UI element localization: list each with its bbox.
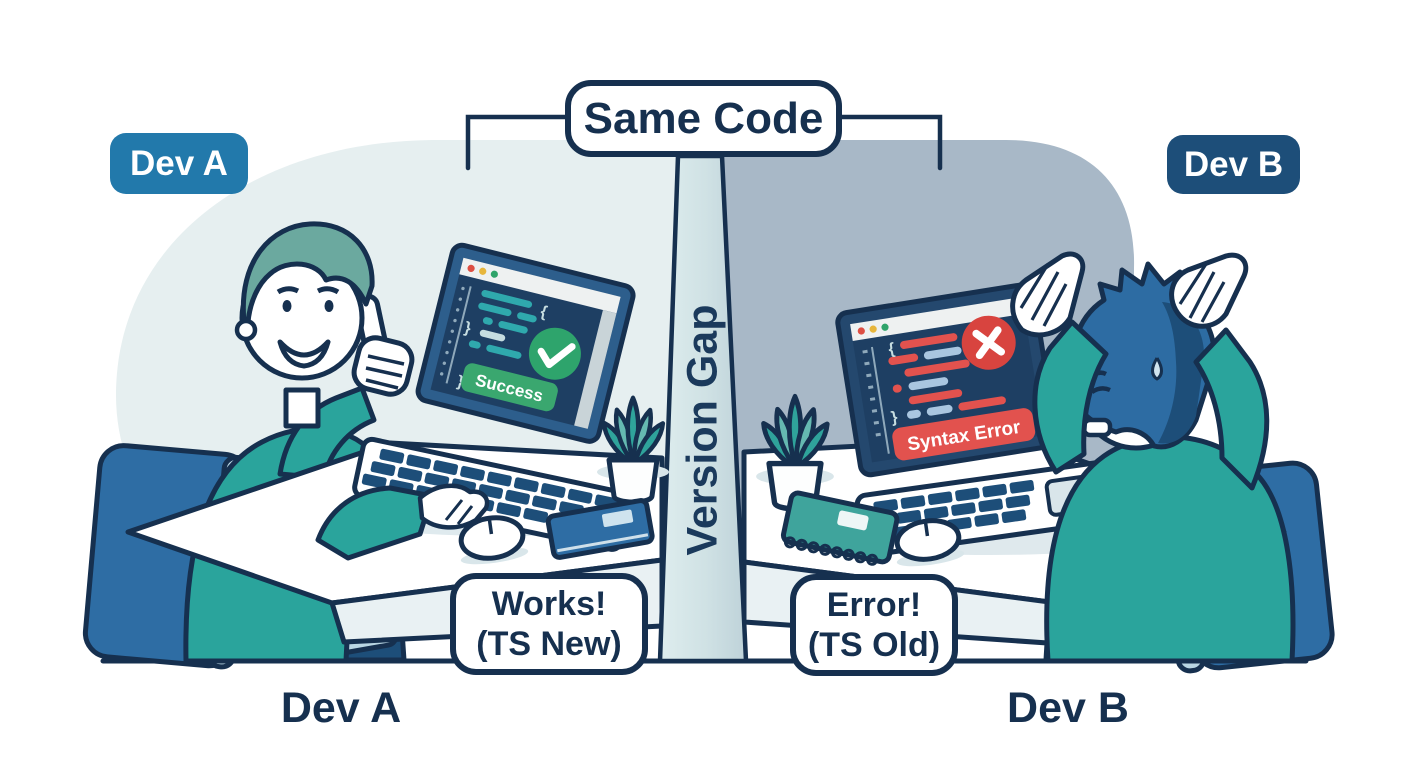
works-bubble-line1: Works! bbox=[491, 584, 607, 623]
dev-a-badge: Dev A bbox=[110, 133, 248, 194]
check-icon bbox=[528, 327, 581, 380]
dev-a-illustration bbox=[183, 221, 452, 664]
works-bubble: Works! (TS New) bbox=[450, 573, 648, 675]
left-close-brace-2: } bbox=[455, 373, 465, 391]
window-controls-icon bbox=[857, 323, 889, 335]
left-plant bbox=[597, 395, 669, 505]
left-code-lines bbox=[468, 289, 537, 359]
dev-a-typing-hand bbox=[315, 483, 490, 561]
right-notebook bbox=[780, 490, 900, 566]
window-controls-icon bbox=[467, 264, 498, 278]
left-open-brace: { bbox=[539, 303, 549, 321]
left-close-brace: } bbox=[463, 319, 473, 337]
dev-b-footer-label: Dev B bbox=[1007, 683, 1129, 732]
left-notebook bbox=[545, 498, 655, 560]
dev-b-badge: Dev B bbox=[1167, 135, 1300, 194]
sweat-drop bbox=[1151, 357, 1163, 381]
dev-b-illustration bbox=[1010, 251, 1296, 664]
works-bubble-line2: (TS New) bbox=[476, 625, 622, 663]
right-code-lines bbox=[888, 333, 1006, 419]
error-bubble-line1: Error! bbox=[826, 585, 922, 624]
x-icon bbox=[961, 315, 1016, 370]
right-open-brace: { bbox=[887, 341, 896, 359]
left-mouse bbox=[458, 515, 529, 565]
right-close-brace: } bbox=[890, 409, 899, 427]
right-mouse bbox=[894, 518, 965, 567]
dev-a-smile bbox=[277, 339, 331, 369]
error-bubble: Error! (TS Old) bbox=[790, 574, 958, 676]
version-gap-label: Version Gap bbox=[678, 304, 727, 556]
dev-a-hair bbox=[240, 221, 375, 325]
dev-a-footer-label: Dev A bbox=[280, 683, 402, 732]
same-code-label: Same Code bbox=[565, 80, 842, 157]
connector-bracket bbox=[465, 114, 943, 171]
thumbs-up-icon bbox=[351, 293, 415, 397]
error-bubble-line2: (TS Old) bbox=[807, 626, 941, 664]
